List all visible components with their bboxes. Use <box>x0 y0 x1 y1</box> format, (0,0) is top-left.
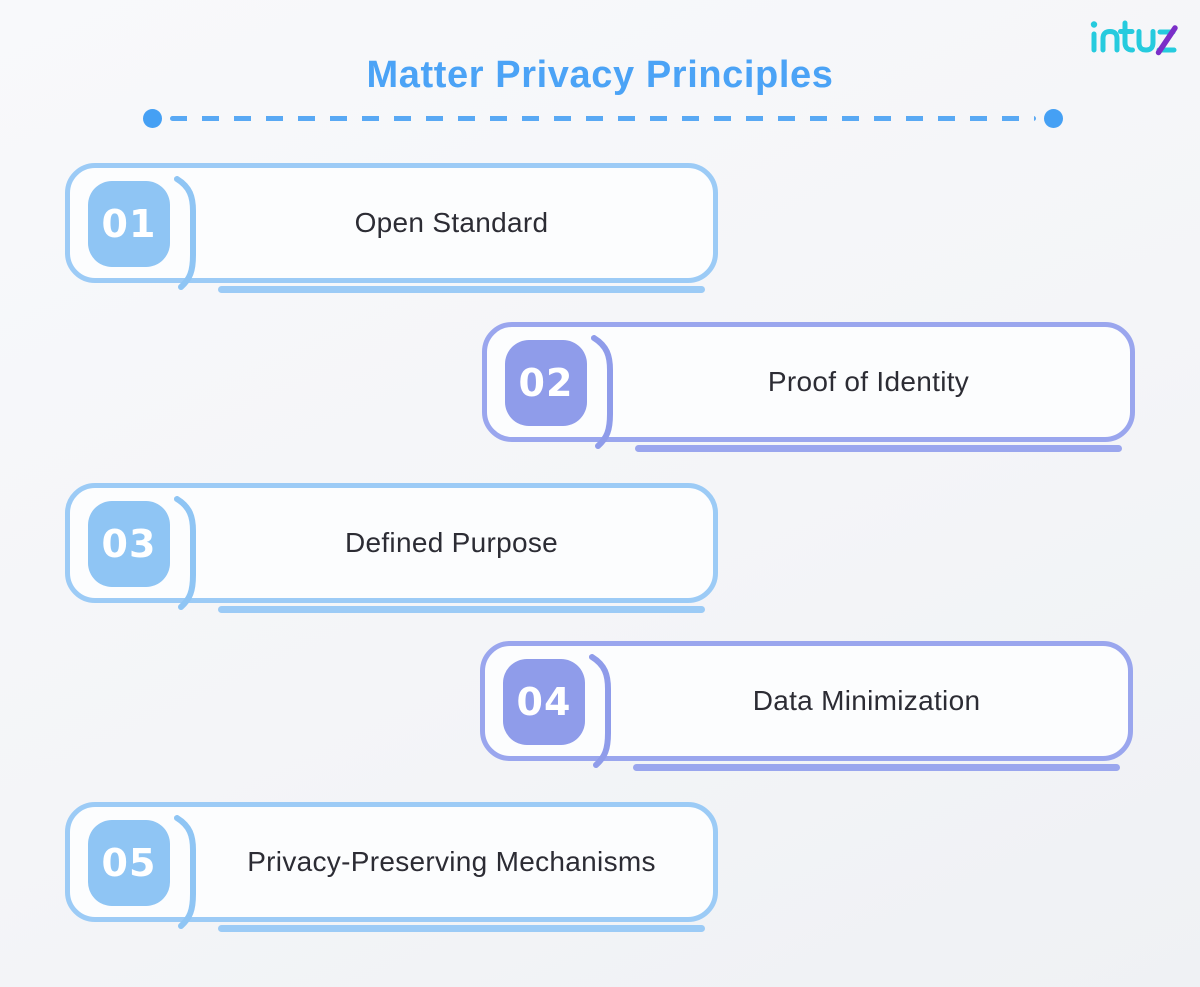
principle-number-badge: 01 <box>88 181 170 267</box>
divider-right-dot-icon <box>1044 108 1063 128</box>
intuz-logo: intuz <box>1086 16 1182 62</box>
principle-card-5: 05 Privacy-Preserving Mechanisms <box>65 802 718 932</box>
principle-number-badge: 05 <box>88 820 170 906</box>
principle-card-4: 04 Data Minimization <box>480 641 1133 771</box>
principle-card-2: 02 Proof of Identity <box>482 322 1135 452</box>
divider-dashed-line <box>170 115 1036 121</box>
card-underline-accent <box>218 925 705 932</box>
card-underline-accent <box>635 445 1122 452</box>
principle-card-1: 01 Open Standard <box>65 163 718 293</box>
card-underline-accent <box>633 764 1120 771</box>
title-divider <box>143 108 1063 128</box>
principle-label: Data Minimization <box>752 685 981 716</box>
principle-label: Open Standard <box>354 207 549 238</box>
principle-card-3: 03 Defined Purpose <box>65 483 718 613</box>
card-underline-accent <box>218 606 705 613</box>
badge-arc-accent-icon <box>174 815 196 929</box>
badge-arc-accent-icon <box>589 654 611 768</box>
badge-arc-accent-icon <box>174 496 196 610</box>
divider-left-dot-icon <box>143 108 162 128</box>
principle-number-badge: 03 <box>88 501 170 587</box>
intuz-logo-icon <box>1090 20 1178 56</box>
card-underline-accent <box>218 286 705 293</box>
principle-number-badge: 02 <box>505 340 587 426</box>
principle-number-badge: 04 <box>503 659 585 745</box>
badge-arc-accent-icon <box>174 176 196 290</box>
principle-label: Privacy-Preserving Mechanisms <box>247 846 656 877</box>
badge-arc-accent-icon <box>591 335 613 449</box>
principle-label: Proof of Identity <box>767 366 970 397</box>
page-title: Matter Privacy Principles <box>366 54 834 96</box>
principle-label: Defined Purpose <box>344 527 559 558</box>
